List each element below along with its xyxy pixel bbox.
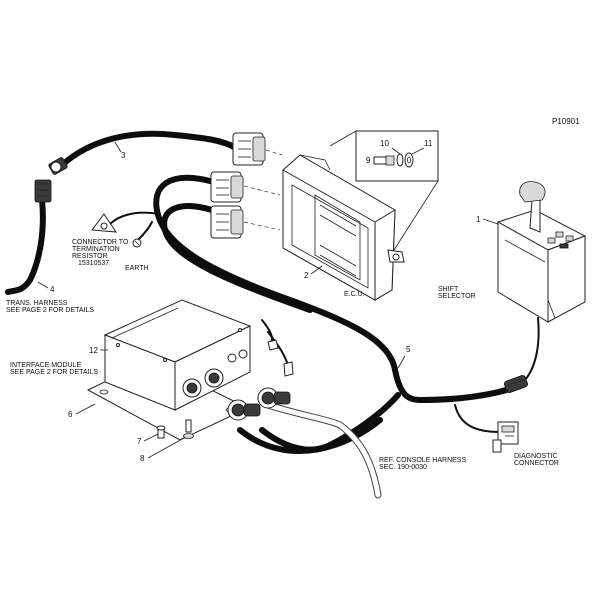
callout-1: 1 xyxy=(476,215,481,224)
shift-selector-label-line-1: SHIFT xyxy=(438,286,459,293)
interface-module-label-line-1: INTERFACE MODULE xyxy=(10,362,82,369)
ecu-label: E.C.U. xyxy=(344,291,365,298)
figure-id: P10901 xyxy=(552,117,580,126)
trans-harness-connector xyxy=(34,157,68,203)
shift-selector-label-line-2: SELECTOR xyxy=(438,293,476,300)
callouts: 1 2 3 4 5 6 7 8 9 10 11 12 xyxy=(37,139,499,463)
callout-5: 5 xyxy=(406,345,411,354)
diagnostic-connector xyxy=(492,421,519,453)
callout-2: 2 xyxy=(304,271,309,280)
connector-label-line-4: 15310537 xyxy=(78,260,109,267)
module-harness-plugs xyxy=(227,387,291,421)
connector-label-line-3: RESISTOR xyxy=(72,253,108,260)
harness-cables xyxy=(5,130,540,455)
earth-label: EARTH xyxy=(125,265,149,272)
console-harness-label-line-1: REF. CONSOLE HARNESS xyxy=(379,457,466,464)
interface-module-label-line-2: SEE PAGE 2 FOR DETAILS xyxy=(10,369,98,376)
earth-terminal xyxy=(132,238,142,248)
callout-6: 6 xyxy=(68,410,73,419)
ecu-connectors xyxy=(210,132,283,239)
callout-3: 3 xyxy=(121,151,126,160)
callout-10: 10 xyxy=(380,139,389,148)
trans-harness-label-line-1: TRANS. HARNESS xyxy=(6,300,68,307)
connector-label-line-2: TERMINATION xyxy=(72,246,120,253)
diagnostic-label-line-1: DIAGNOSTIC xyxy=(514,453,558,460)
console-harness-label-line-2: SEC. 190-0030 xyxy=(379,464,427,471)
callout-9: 9 xyxy=(366,156,371,165)
trans-harness-label-line-2: SEE PAGE 2 FOR DETAILS xyxy=(6,307,94,314)
fastener-detail xyxy=(329,130,439,251)
connector-label-line-1: CONNECTOR TO xyxy=(72,239,129,246)
termination-resistor-connector xyxy=(91,213,117,233)
ecu-unit xyxy=(282,154,405,301)
callout-8: 8 xyxy=(140,454,145,463)
labels: CONNECTOR TO TERMINATION RESISTOR 153105… xyxy=(6,239,559,471)
callout-12: 12 xyxy=(89,346,98,355)
callout-4: 4 xyxy=(50,285,55,294)
shift-selector xyxy=(496,181,587,393)
callout-7: 7 xyxy=(137,437,142,446)
diagnostic-label-line-2: CONNECTOR xyxy=(514,460,559,467)
callout-11: 11 xyxy=(424,139,433,148)
interface-module xyxy=(86,299,294,441)
